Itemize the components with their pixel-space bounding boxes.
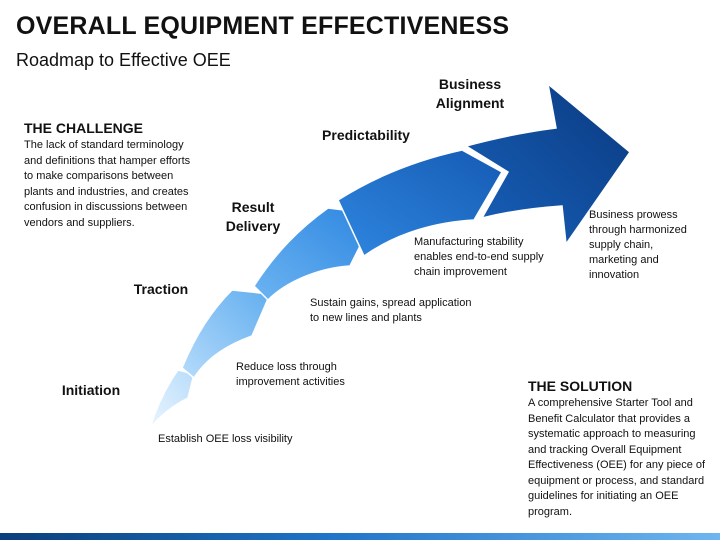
stage-desc-predictability: Manufacturing stability enables end-to-e… (414, 236, 544, 278)
solution-heading: THE SOLUTION (528, 378, 633, 394)
challenge-panel: THE CHALLENGE The lack of standard termi… (24, 120, 196, 231)
page-subtitle: Roadmap to Effective OEE (16, 50, 231, 70)
bottom-accent-bar (0, 533, 720, 540)
arrow-segment-predictability (337, 149, 504, 258)
solution-body: A comprehensive Starter Tool and Benefit… (528, 397, 706, 518)
stage-desc-result-delivery: Sustain gains, spread application to new… (310, 297, 472, 324)
stage-label-predictability: Predictability (322, 127, 410, 143)
arrow-segment-initiation (149, 369, 195, 429)
stage-label-traction: Traction (133, 281, 189, 297)
arrow-segment-business-alignment (464, 82, 632, 247)
solution-panel: THE SOLUTION A comprehensive Starter Too… (528, 378, 706, 520)
stage-desc-business-alignment: Business prowess through harmonized supp… (589, 209, 687, 281)
challenge-heading: THE CHALLENGE (24, 120, 143, 136)
challenge-body: The lack of standard terminology and def… (24, 139, 191, 229)
stage-label-business-alignment: Business Alignment (435, 76, 505, 111)
stage-label-initiation: Initiation (61, 382, 121, 398)
stage-desc-initiation: Establish OEE loss visibility (158, 433, 293, 445)
page-title: OVERALL EQUIPMENT EFFECTIVENESS (16, 12, 510, 40)
stage-desc-traction: Reduce loss through improvement activiti… (236, 361, 345, 388)
stage-label-result-delivery: Result Delivery (225, 199, 281, 234)
